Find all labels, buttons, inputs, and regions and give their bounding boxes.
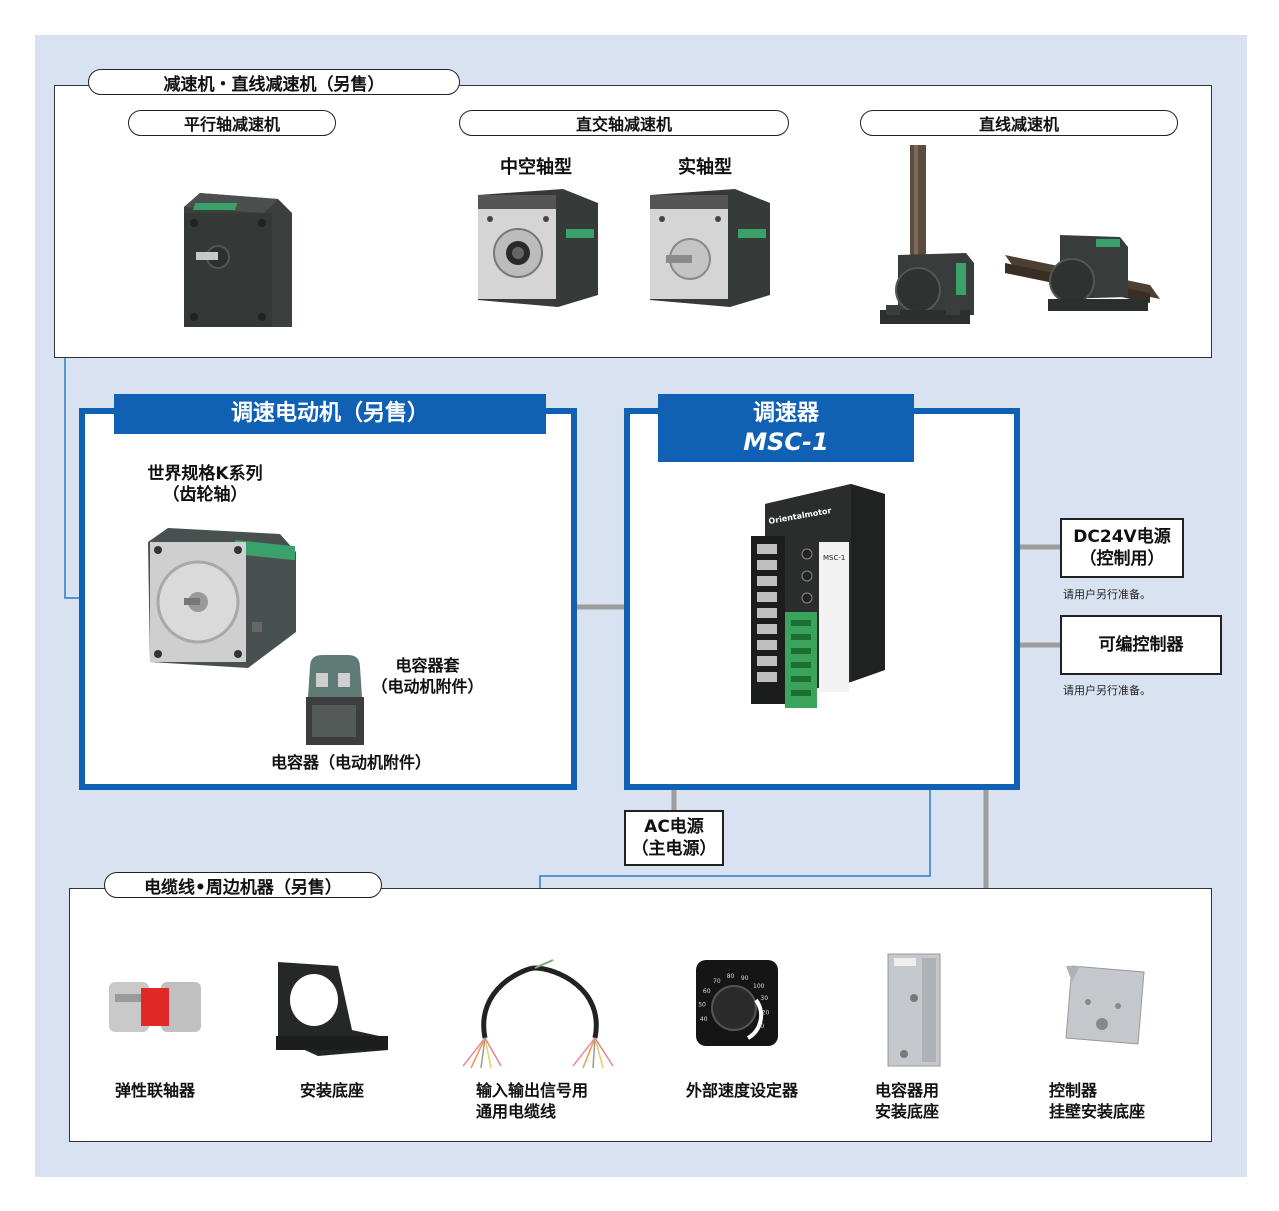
ac-power-box: AC电源 （主电源） xyxy=(624,810,724,866)
solid-shaft-label: 实轴型 xyxy=(678,157,732,178)
capacitor-label: 电容器（电动机附件） xyxy=(270,753,431,772)
induction-motor-image xyxy=(148,528,296,668)
speed-controller-image: Orientalmotor MSC-1 xyxy=(751,484,885,708)
linear-head-vertical-image xyxy=(880,145,974,324)
plc-box: 可编控制器 xyxy=(1060,615,1222,675)
linear-head-horizontal-image xyxy=(1005,235,1160,311)
mounting-bracket-label: 安装底座 xyxy=(299,1081,364,1100)
capacitor-image xyxy=(306,655,364,745)
dial-tick-label: 20 xyxy=(762,1010,770,1017)
dc24v-power-box: DC24V电源 （控制用） xyxy=(1060,518,1184,578)
dial-tick-label: 90 xyxy=(741,975,749,982)
controller-model: MSC-1 xyxy=(743,428,829,456)
coupling-image xyxy=(109,982,201,1032)
dial-tick-label: 30 xyxy=(760,995,768,1002)
capacitor-plate-label: 电容器用 安装底座 xyxy=(875,1081,940,1121)
io-cable-label: 输入输出信号用 通用电缆线 xyxy=(476,1081,589,1121)
hollow-shaft-gearhead-image xyxy=(478,189,598,307)
io-cable-image xyxy=(462,959,614,1069)
parallel-shaft-label: 平行轴减速机 xyxy=(128,110,336,136)
dial-tick-label: 10 xyxy=(757,1023,765,1030)
dc24v-note: 请用户另行准备。 xyxy=(1063,588,1151,601)
parallel-gearhead-image xyxy=(184,193,292,327)
reducer-panel-title: 减速机・直线减速机（另售） xyxy=(88,69,460,95)
controller-model-text: MSC-1 xyxy=(823,554,845,562)
coupling-label: 弹性联轴器 xyxy=(114,1081,195,1100)
motor-series-label: 世界规格K系列 （齿轮轴） xyxy=(147,464,263,505)
mounting-bracket-image xyxy=(276,962,388,1056)
controller-section-title: 调速器 MSC-1 xyxy=(658,394,914,462)
dial-tick-label: 70 xyxy=(713,978,721,985)
wall-mount-label: 控制器 挂壁安装底座 xyxy=(1049,1081,1146,1121)
peripherals-panel xyxy=(69,888,1212,1142)
capacitor-cover-label: 电容器套 （电动机附件） xyxy=(371,656,484,696)
motor-section-title: 调速电动机（另售） xyxy=(114,394,546,434)
dial-tick-label: 50 xyxy=(698,1002,706,1009)
dial-tick-label: 100 xyxy=(753,983,765,990)
speed-setter-label: 外部速度设定器 xyxy=(685,1081,798,1100)
solid-shaft-gearhead-image xyxy=(650,189,770,307)
dial-tick-label: 80 xyxy=(727,973,735,980)
hollow-shaft-label: 中空轴型 xyxy=(500,157,572,178)
dial-tick-label: 40 xyxy=(700,1016,708,1023)
plc-note: 请用户另行准备。 xyxy=(1063,684,1151,697)
dial-tick-label: 60 xyxy=(703,988,711,995)
wall-mount-bracket-image xyxy=(1065,965,1145,1045)
capacitor-plate-image xyxy=(887,953,941,1067)
right-angle-label: 直交轴减速机 xyxy=(459,110,789,136)
peripherals-panel-title: 电缆线•周边机器（另售） xyxy=(104,872,382,898)
linear-reducer-label: 直线减速机 xyxy=(860,110,1178,136)
